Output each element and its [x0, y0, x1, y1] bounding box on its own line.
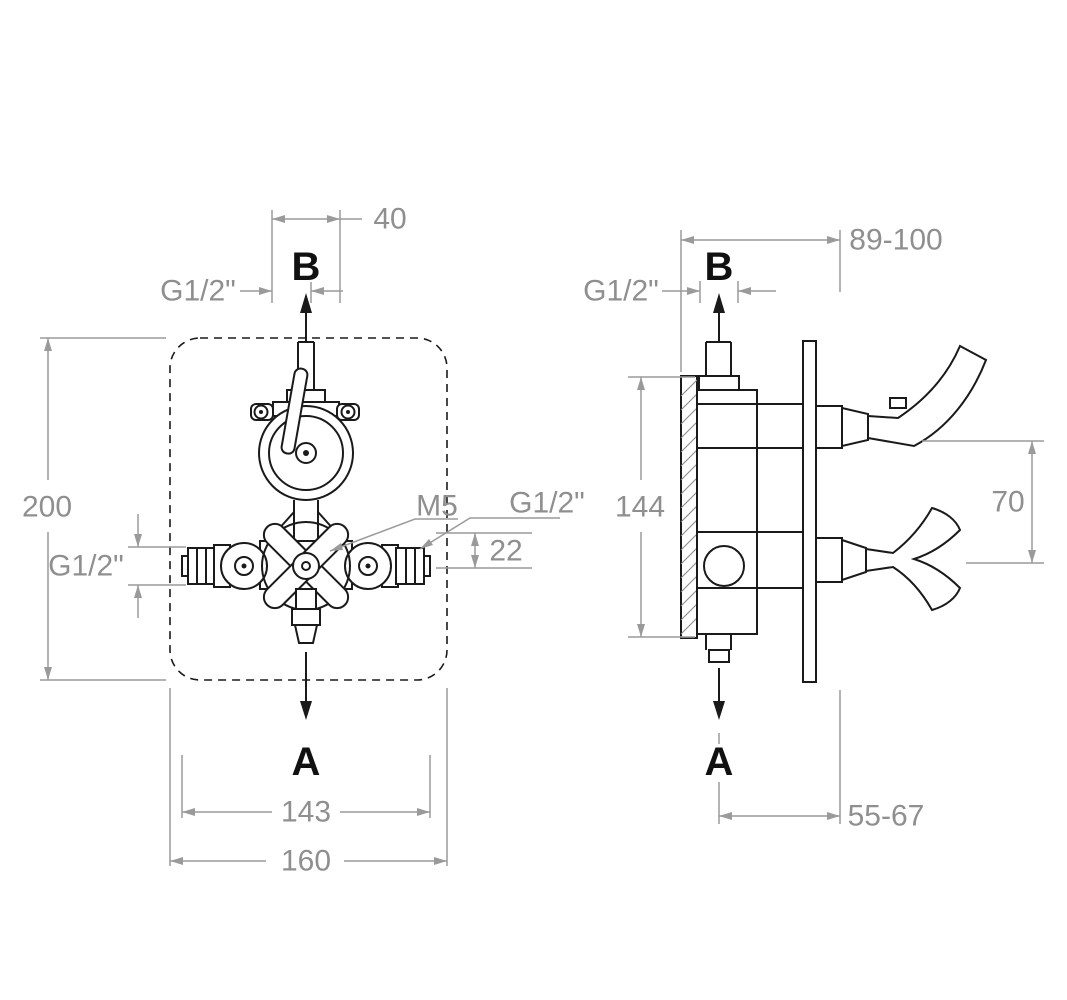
dim-depth-label: 89-100 [849, 224, 942, 257]
wall-hatching [680, 379, 698, 635]
front-cross-handle [261, 521, 351, 611]
dim-thread-top-front [240, 282, 343, 303]
dim-22 [436, 532, 532, 569]
thread-outlet-front-label: G1/2" [509, 487, 585, 520]
dim-160 [169, 688, 448, 866]
dim-143 [181, 755, 431, 818]
side-view [680, 293, 988, 720]
outlet-b-side-label: B [705, 245, 734, 289]
thread-side-front-label: G1/2" [48, 550, 124, 583]
outlet-a-side-label: A [705, 740, 734, 784]
screw-m5-label: M5 [416, 490, 458, 523]
side-cross-handle [815, 506, 962, 612]
front-view [169, 293, 448, 720]
outlet-a-front-label: A [292, 740, 321, 784]
front-top-valve [250, 367, 360, 501]
dim-spacing-label: 70 [991, 486, 1024, 519]
flow-arrow-a-side [713, 668, 725, 720]
dim-40-label: 40 [373, 203, 406, 236]
dim-200-label: 200 [22, 491, 72, 524]
dim-thread-side-front [128, 514, 186, 618]
thread-top-side-label: G1/2" [583, 275, 659, 308]
dim-22-label: 22 [489, 535, 522, 568]
side-top-pipe [698, 341, 740, 391]
dim-offset-label: 55-67 [848, 800, 925, 833]
front-bottom-outlet [291, 588, 321, 644]
labels: 40 G1/2" B 200 G1/2" M5 G1/2" 22 A 143 1… [22, 203, 1025, 878]
diverter-lever [280, 367, 309, 455]
side-lever-handle [815, 344, 988, 449]
dim-height-label: 144 [615, 491, 665, 524]
dim-height [628, 376, 695, 638]
front-dimensions [40, 210, 560, 866]
dim-thread-top-side [662, 281, 776, 303]
flow-arrow-b-side [713, 293, 725, 342]
dim-160-label: 160 [281, 845, 331, 878]
side-dimensions [628, 230, 1044, 824]
escutcheon-plate [802, 340, 817, 683]
dim-143-label: 143 [281, 796, 331, 829]
dim-m5 [329, 518, 458, 552]
side-valve-body [696, 389, 804, 663]
dim-thread-outlet-front [419, 517, 560, 550]
dim-spacing [922, 440, 1044, 564]
dim-offset [718, 690, 841, 824]
thread-top-front-label: G1/2" [160, 275, 236, 308]
dim-40 [271, 210, 362, 303]
dim-depth [680, 230, 841, 372]
dim-200 [40, 337, 166, 681]
wall-section [680, 375, 698, 639]
flow-arrow-a-front [300, 652, 312, 720]
flow-arrow-b-front [300, 293, 312, 342]
outlet-b-front-label: B [292, 245, 321, 289]
wall-plate-outline [169, 337, 448, 681]
